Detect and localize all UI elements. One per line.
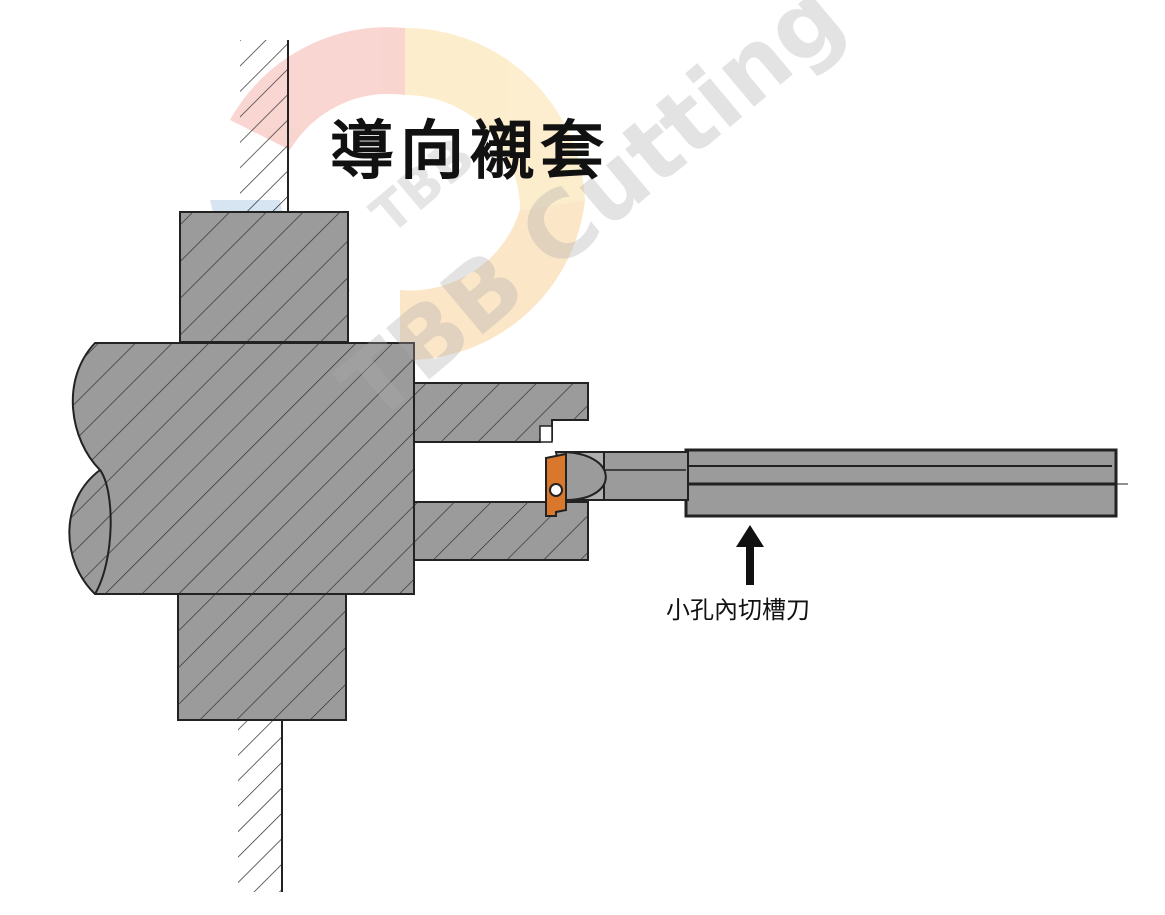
machine-wall-top [240,40,289,212]
guide-bushing-lower [177,593,347,721]
tool-label: 小孔內切槽刀 [666,596,810,624]
guide-bushing-upper [179,211,349,343]
bore-wall-upper [413,382,589,443]
machine-wall-bottom [238,720,283,892]
workpiece [68,342,415,595]
page-title: 導向襯套 [330,114,610,189]
arrow-up-icon [736,525,764,585]
insert [545,452,567,517]
grooving-tool [554,448,1128,518]
